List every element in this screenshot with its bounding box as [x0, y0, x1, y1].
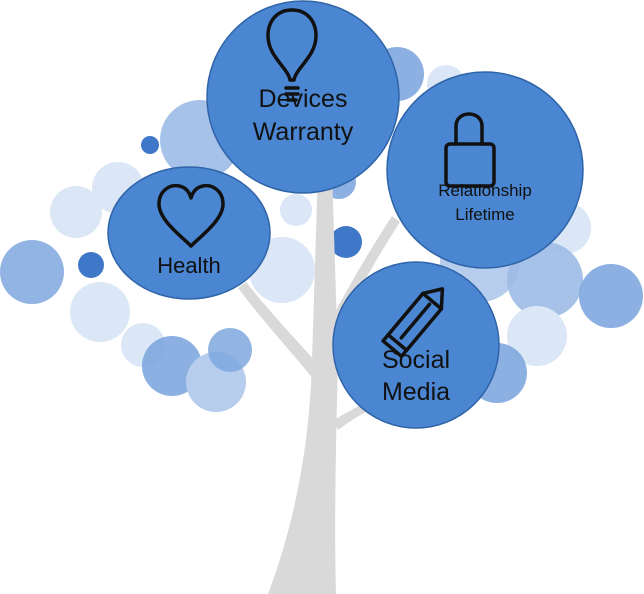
node-label-line-1: Social [382, 346, 450, 374]
node-health: Health [107, 166, 271, 300]
node-circle [332, 261, 500, 429]
node-relationship-lifetime: Relationship Lifetime [386, 71, 584, 269]
bubble [50, 186, 102, 238]
bubble [0, 240, 64, 304]
node-label-line-2: Lifetime [455, 205, 515, 224]
heart-icon [157, 183, 225, 248]
bubble [141, 136, 159, 154]
node-label-line-2: Warranty [253, 118, 354, 146]
bubble [330, 226, 362, 258]
node-circle [386, 71, 584, 269]
node-label-line-1: Relationship [438, 181, 532, 200]
node-label: Health [157, 253, 221, 278]
branch-left [238, 282, 320, 380]
node-label-line-2: Media [382, 378, 450, 406]
node-circle [107, 166, 271, 300]
lightbulb-icon [266, 8, 318, 102]
bubble [507, 306, 567, 366]
node-social-media: Social Media [332, 261, 500, 429]
bubble [78, 252, 104, 278]
bubble [208, 328, 252, 372]
trunk [268, 170, 338, 594]
bubble [280, 194, 312, 226]
bubble [579, 264, 643, 328]
node-label-line-1: Devices [259, 85, 348, 113]
lock-icon [444, 112, 496, 188]
bubble [70, 282, 130, 342]
node-circle [206, 0, 400, 194]
pencil-icon [381, 287, 445, 359]
node-devices-warranty: Devices Warranty [206, 0, 400, 194]
bubble [507, 242, 583, 318]
